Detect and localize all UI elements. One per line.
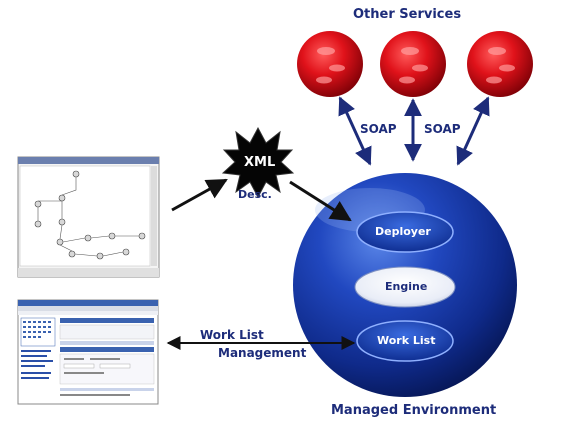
process-designer-screenshot <box>17 156 160 278</box>
work-list-management-line2: Management <box>218 346 307 360</box>
xml-burst-label: XML <box>244 155 276 170</box>
work-list-app-screenshot <box>17 299 159 405</box>
work-list-pill <box>356 320 454 362</box>
service-sphere-middle <box>380 31 446 97</box>
soap-label-right: SOAP <box>424 122 461 136</box>
other-services-title: Other Services <box>353 7 462 22</box>
service-sphere-right <box>467 31 533 97</box>
deployer-label: Deployer <box>375 225 431 238</box>
managed-environment-title: Managed Environment <box>331 403 497 418</box>
work-list-label: Work List <box>377 334 436 347</box>
arrow-process-to-xml <box>171 178 228 212</box>
deployer-pill <box>356 211 454 253</box>
xml-burst-icon <box>221 126 295 199</box>
soap-arrow-left <box>338 96 372 166</box>
soap-label-left: SOAP <box>360 122 397 136</box>
engine-pill <box>354 266 456 308</box>
work-list-management-line1: Work List <box>200 328 264 342</box>
service-sphere-left <box>297 31 363 97</box>
engine-label: Engine <box>385 280 428 293</box>
arrow-xml-to-deployer <box>289 180 352 222</box>
soap-arrow-right <box>456 96 490 166</box>
xml-desc-label: Desc. <box>238 188 272 201</box>
